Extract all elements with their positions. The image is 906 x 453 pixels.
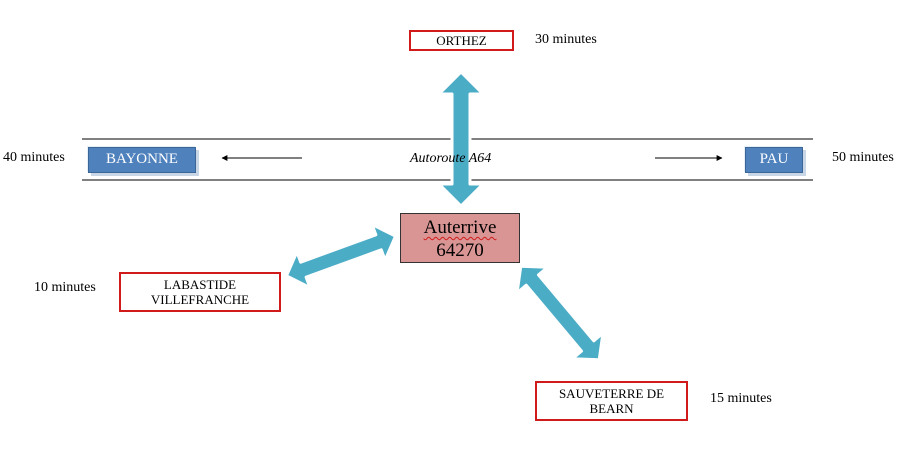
orthez-box: ORTHEZ — [409, 30, 514, 51]
orthez-time: 30 minutes — [535, 32, 597, 47]
pau-label: PAU — [759, 151, 789, 167]
sauveterre-time: 15 minutes — [710, 391, 772, 406]
sauveterre-line1: SAUVETERRE DE — [558, 386, 665, 401]
labastide-time: 10 minutes — [34, 280, 96, 295]
double-arrow-orthez — [437, 70, 485, 208]
auterrive-postcode: 64270 — [436, 240, 484, 261]
double-arrow-labastide — [284, 222, 398, 290]
labastide-line1: LABASTIDE — [163, 277, 237, 292]
sauveterre-line2: BEARN — [589, 401, 634, 416]
auterrive-box: Auterrive 64270 — [400, 213, 520, 263]
pau-time: 50 minutes — [832, 150, 894, 165]
double-arrow-sauveterre — [515, 264, 605, 362]
orthez-label: ORTHEZ — [436, 33, 487, 48]
bayonne-box: BAYONNE — [88, 147, 196, 173]
sauveterre-box: SAUVETERRE DE BEARN — [535, 381, 688, 421]
auterrive-name: Auterrive — [423, 217, 497, 238]
road-label: Autoroute A64 — [410, 151, 492, 166]
bayonne-label: BAYONNE — [106, 151, 178, 167]
labastide-box: LABASTIDE VILLEFRANCHE — [119, 272, 281, 312]
pau-box: PAU — [745, 147, 803, 173]
bayonne-time: 40 minutes — [3, 150, 65, 165]
labastide-line2: VILLEFRANCHE — [150, 292, 250, 307]
